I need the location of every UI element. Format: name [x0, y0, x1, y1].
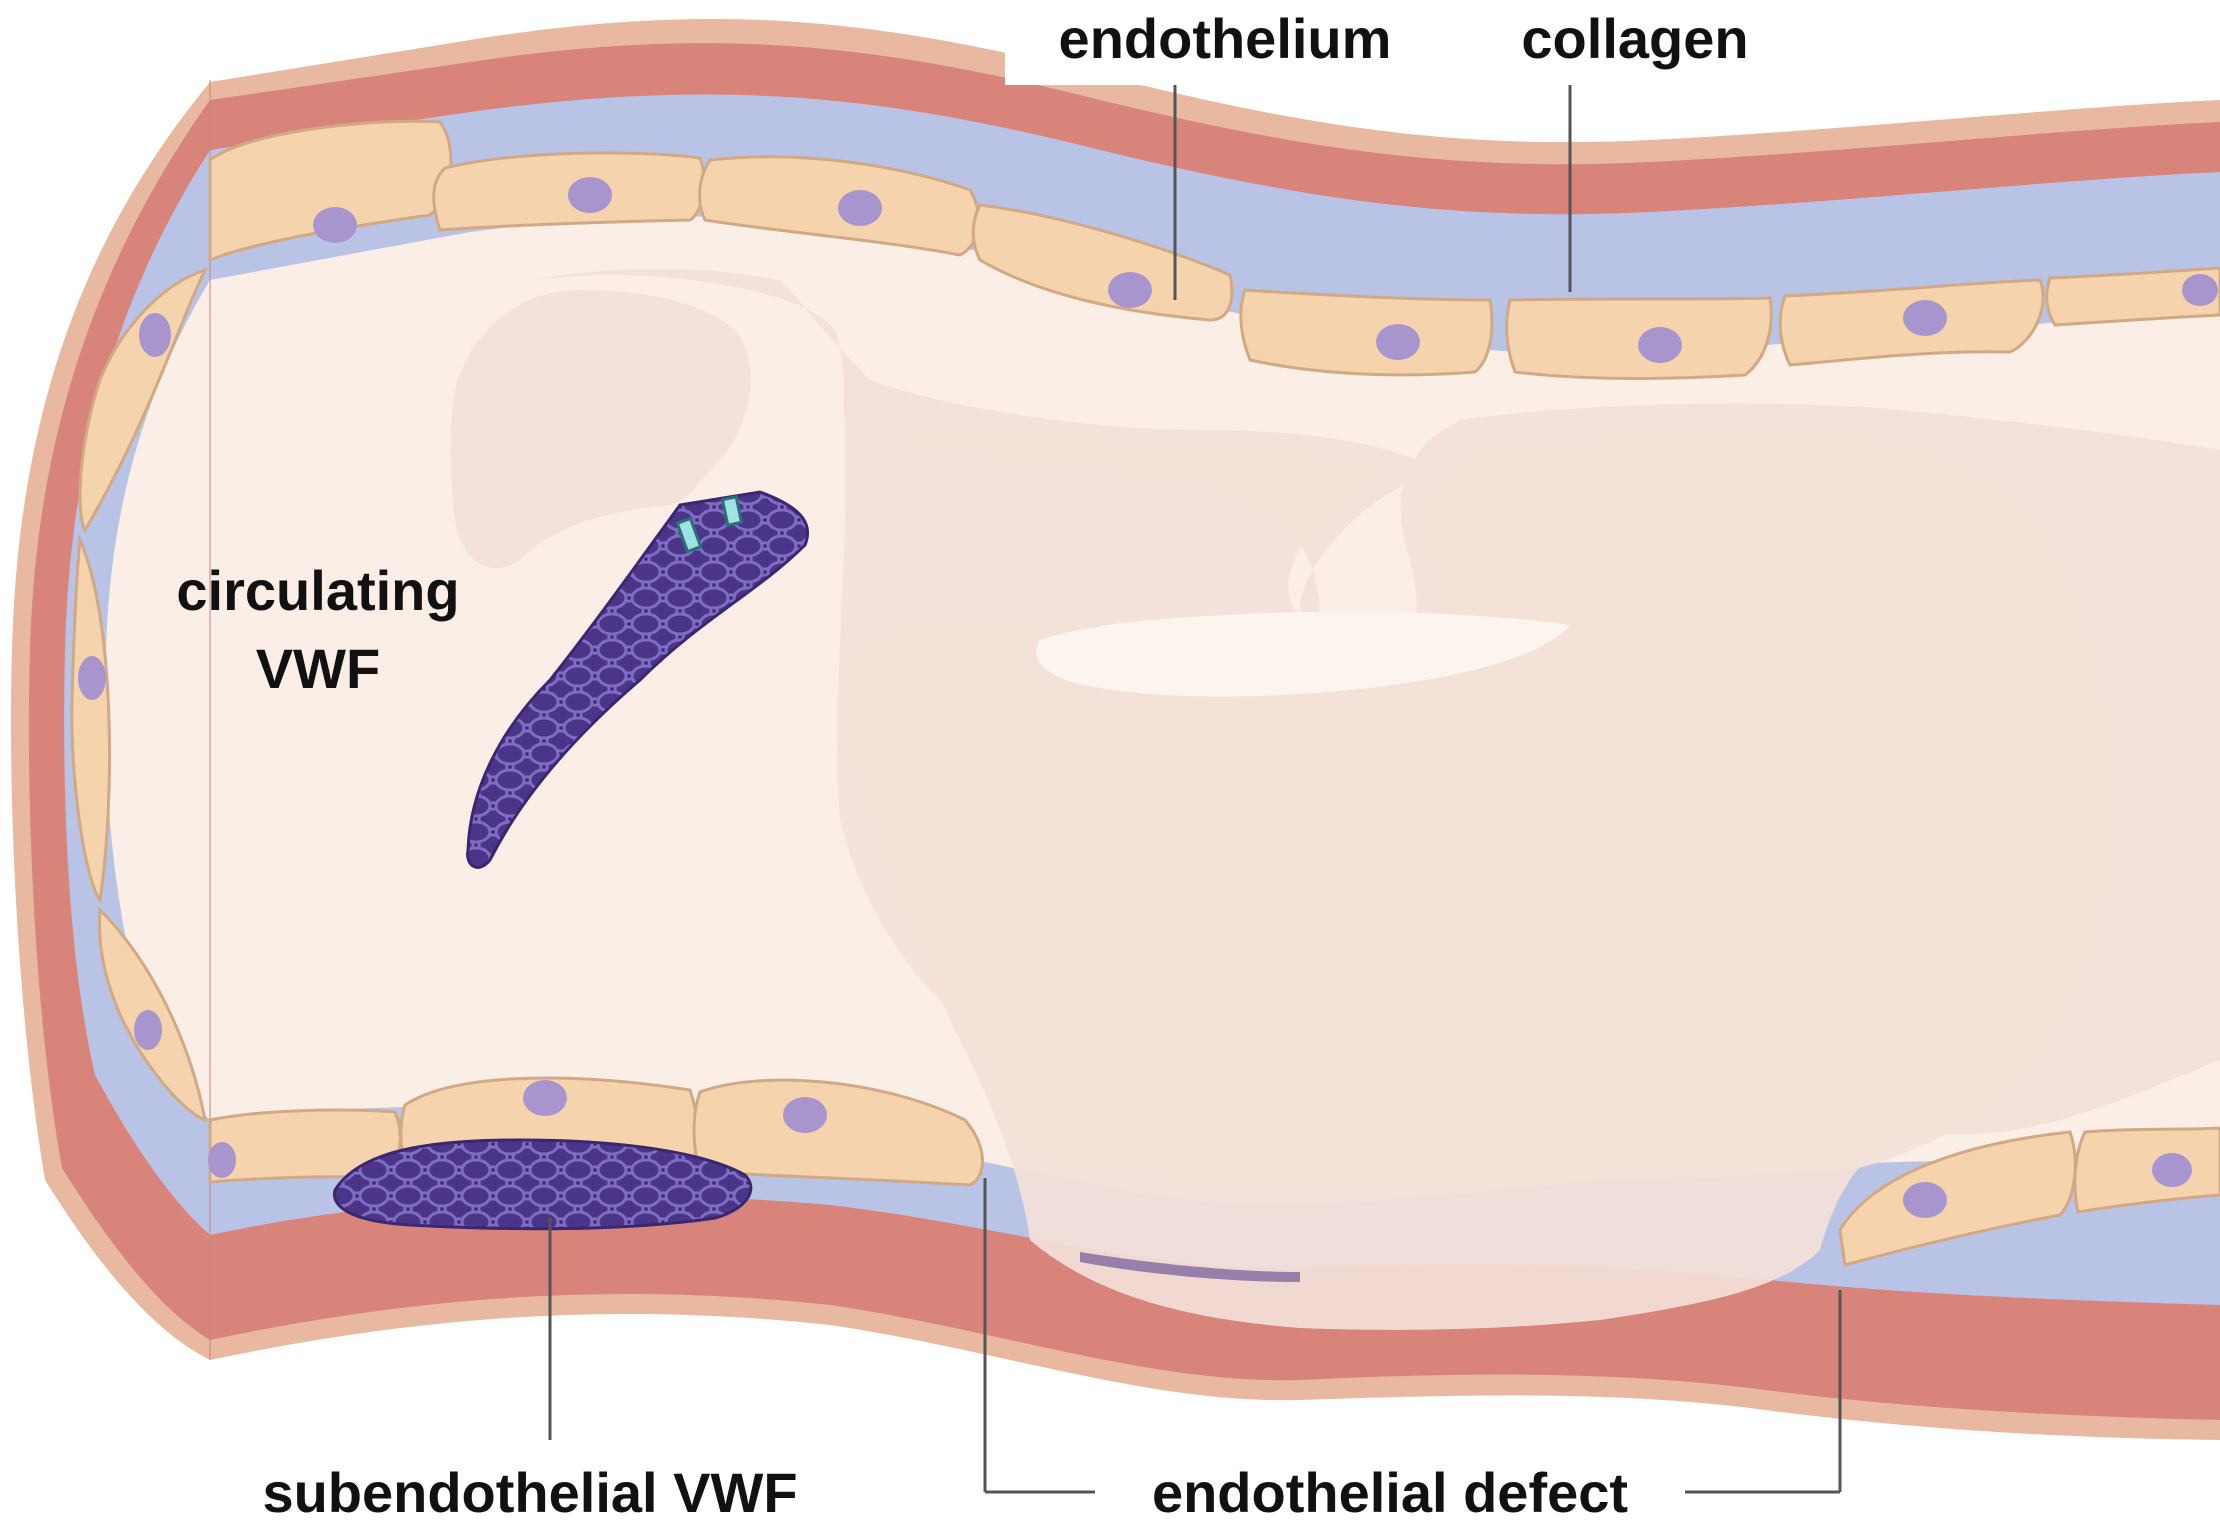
- label-endothelial-defect: endothelial defect: [1152, 1461, 1628, 1522]
- cell-nucleus: [2182, 274, 2218, 306]
- label-circulating-line2: VWF: [256, 637, 380, 700]
- label-subendothelial-vwf: subendothelial VWF: [262, 1461, 797, 1522]
- cell-nucleus: [838, 190, 882, 226]
- cell-nucleus: [1108, 272, 1152, 308]
- cell-nucleus: [1903, 1182, 1947, 1218]
- cell-nucleus: [208, 1142, 236, 1178]
- endothelial-cell: [1241, 290, 1492, 375]
- overlay-shape: [837, 420, 2112, 1182]
- endothelial-cell: [1507, 298, 1772, 378]
- cell-nucleus: [139, 313, 171, 357]
- cell-nucleus: [2152, 1153, 2192, 1187]
- cell-nucleus: [568, 177, 612, 213]
- cell-nucleus: [313, 207, 357, 243]
- cell-nucleus: [523, 1080, 567, 1116]
- label-collagen: collagen: [1521, 7, 1748, 70]
- cell-nucleus: [78, 656, 106, 700]
- label-circulating-line1: circulating: [176, 559, 459, 622]
- cell-nucleus: [134, 1010, 162, 1050]
- cell-nucleus: [783, 1097, 827, 1133]
- label-endothelium: endothelium: [1059, 7, 1392, 70]
- cell-nucleus: [1376, 324, 1420, 360]
- cell-nucleus: [1903, 300, 1947, 336]
- cell-nucleus: [1638, 327, 1682, 363]
